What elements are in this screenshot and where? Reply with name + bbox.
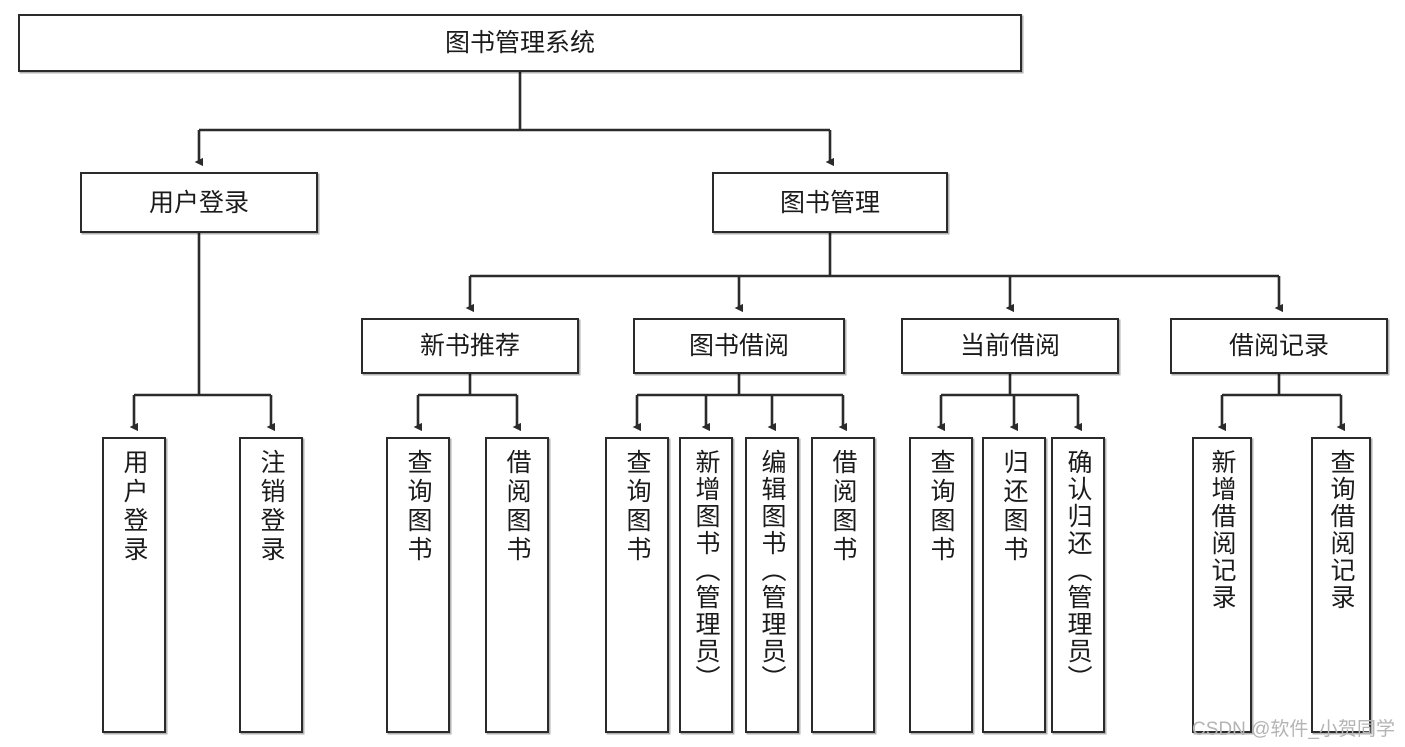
node-logout-leaf[interactable]: 注销登录: [239, 437, 303, 733]
node-label: 图书管理: [779, 188, 880, 217]
connector-bus: [941, 374, 1078, 397]
node-book-management[interactable]: 图书管理: [712, 172, 948, 233]
connector-bus: [199, 72, 830, 132]
node-label: 借阅图书: [829, 449, 857, 565]
connector-bus: [470, 233, 1279, 278]
node-label: 图书管理系统: [444, 29, 595, 57]
node-label: 新增图书（管理员）: [692, 449, 720, 692]
node-edit-book-admin[interactable]: 编辑图书（管理员）: [745, 437, 799, 733]
connector-bus: [134, 233, 271, 397]
node-current-borrow[interactable]: 当前借阅: [901, 318, 1119, 374]
node-label: 归还图书: [1000, 449, 1028, 565]
node-return-book[interactable]: 归还图书: [982, 437, 1046, 733]
node-label: 新书推荐: [419, 332, 520, 360]
node-label: 注销登录: [257, 449, 285, 565]
node-root[interactable]: 图书管理系统: [18, 14, 1022, 72]
node-confirm-return-admin[interactable]: 确认归还（管理员）: [1051, 437, 1105, 733]
node-label: 查询图书: [927, 449, 955, 565]
node-query-borrow-record[interactable]: 查询借阅记录: [1311, 437, 1371, 733]
node-add-borrow-record[interactable]: 新增借阅记录: [1192, 437, 1252, 733]
node-label: 当前借阅: [959, 332, 1060, 360]
node-label: 借阅记录: [1228, 332, 1329, 360]
node-book-borrow[interactable]: 图书借阅: [633, 318, 845, 374]
connector-bus: [418, 374, 517, 397]
csdn-watermark: CSDN @软件_小贺同学: [1192, 719, 1395, 740]
node-borrow-book-borrow[interactable]: 借阅图书: [811, 437, 875, 733]
node-user-login-leaf[interactable]: 用户登录: [102, 437, 166, 733]
node-label: 图书借阅: [688, 332, 789, 360]
node-label: 确认归还（管理员）: [1064, 449, 1092, 692]
node-label: 用户登录: [148, 188, 249, 217]
node-new-book-recommend[interactable]: 新书推荐: [361, 318, 579, 374]
node-label: 查询借阅记录: [1327, 449, 1355, 611]
node-query-book-borrow[interactable]: 查询图书: [605, 437, 669, 733]
node-borrow-book-recommend[interactable]: 借阅图书: [485, 437, 549, 733]
node-borrow-record[interactable]: 借阅记录: [1170, 318, 1388, 374]
node-label: 编辑图书（管理员）: [758, 449, 786, 692]
node-user-login[interactable]: 用户登录: [80, 172, 318, 233]
node-add-book-admin[interactable]: 新增图书（管理员）: [679, 437, 733, 733]
node-label: 用户登录: [120, 449, 148, 565]
node-label: 借阅图书: [503, 449, 531, 565]
connector-bus: [637, 374, 843, 397]
node-label: 查询图书: [623, 449, 651, 565]
node-label: 新增借阅记录: [1208, 449, 1236, 611]
node-query-book-recommend[interactable]: 查询图书: [386, 437, 450, 733]
connector-bus: [1222, 374, 1341, 397]
node-query-book-current[interactable]: 查询图书: [909, 437, 973, 733]
node-label: 查询图书: [404, 449, 432, 565]
